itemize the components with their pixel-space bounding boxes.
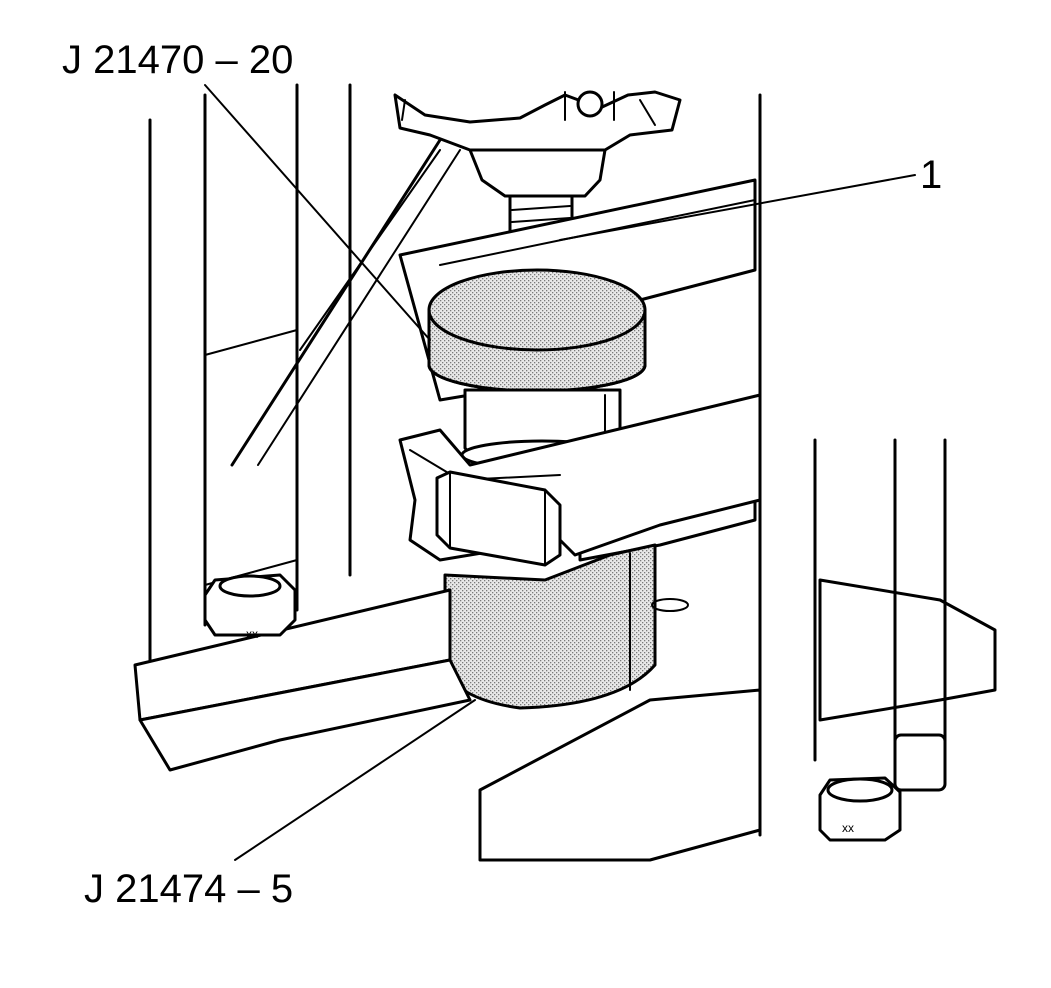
- callout-part: 1: [920, 153, 942, 197]
- leader-line-bottom-tool: [234, 699, 476, 861]
- left-bolt-head: xx: [203, 573, 297, 641]
- press-ram: [393, 90, 682, 198]
- lower-adapter-cup: [443, 543, 689, 710]
- callout-bottom-tool: J 21474 – 5: [84, 867, 293, 911]
- callout-top-tool: J 21470 – 20: [62, 38, 293, 82]
- base-plate: [133, 578, 997, 862]
- hex-nut: [435, 470, 562, 567]
- right-column: xx: [813, 438, 947, 842]
- svg-text:xx: xx: [842, 821, 854, 835]
- leader-line-top-tool: [204, 84, 431, 341]
- upper-adapter-disc: [427, 268, 647, 393]
- svg-text:xx: xx: [246, 627, 258, 641]
- leader-line-part: [559, 174, 916, 241]
